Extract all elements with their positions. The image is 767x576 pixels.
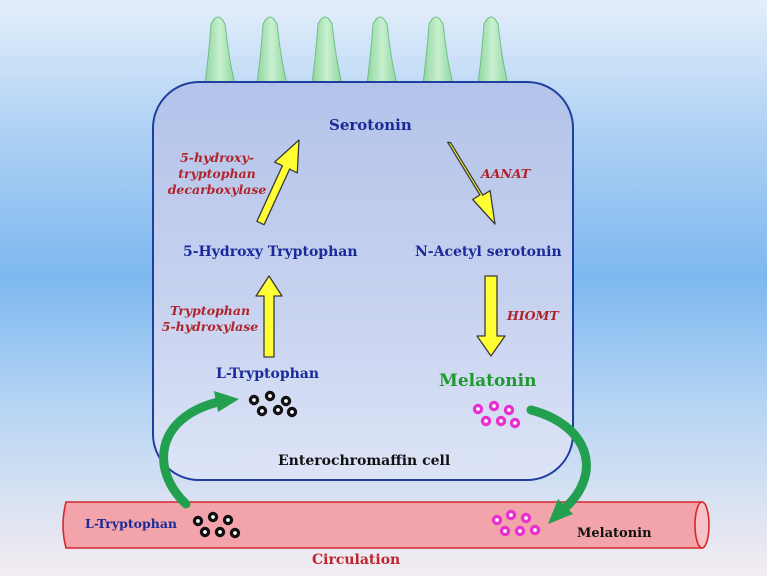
arrow-tryptophan-to-hydroxytryptophan <box>255 275 283 358</box>
molecule-dot-center <box>268 394 272 398</box>
vessel-end <box>694 501 710 549</box>
molecule-dot-center <box>495 518 499 522</box>
hiomt-enzyme-label: HIOMT <box>507 308 559 323</box>
arrow-serotonin-to-n-acetyl-serotonin <box>447 141 496 225</box>
tryptophan-molecules-cell <box>248 390 298 418</box>
decarboxylase-enzyme-label: 5-hydroxy- tryptophan decarboxylase <box>166 150 268 198</box>
l-tryptophan-label: L-Tryptophan <box>216 366 320 382</box>
arrow-melatonin-release <box>526 405 591 524</box>
aanat-enzyme-label: AANAT <box>481 166 531 181</box>
melatonin-molecules-vessel <box>491 509 541 537</box>
cell-label: Enterochromaffin cell <box>278 453 451 469</box>
melatonin-label: Melatonin <box>439 371 537 391</box>
molecule-dot-center <box>507 408 511 412</box>
enterochromaffin-cell <box>152 81 574 481</box>
molecule-dot-center <box>260 409 264 413</box>
molecule-dot-center <box>284 399 288 403</box>
vessel-body <box>62 501 703 549</box>
molecule-dot-center <box>524 516 528 520</box>
molecule-dot-center <box>290 410 294 414</box>
molecule-dot-center <box>499 419 503 423</box>
molecule-dot-center <box>203 530 207 534</box>
enzyme-line: Tryptophan <box>169 303 251 318</box>
enzyme-line: 5-hydroxylase <box>161 319 259 334</box>
blood-vessel <box>62 501 710 549</box>
molecule-dot-center <box>513 421 517 425</box>
circulation-label: Circulation <box>312 552 401 568</box>
molecule-dot-center <box>533 528 537 532</box>
molecule-dot-center <box>196 519 200 523</box>
molecule-dot-center <box>276 408 280 412</box>
microvillus <box>366 16 398 85</box>
vessel-tryptophan-label: L-Tryptophan <box>85 516 178 531</box>
molecule-dot-center <box>492 404 496 408</box>
molecule-dot-center <box>233 531 237 535</box>
hydroxy-tryptophan-label: 5-Hydroxy Tryptophan <box>183 244 358 260</box>
enzyme-line: 5-hydroxy- <box>180 150 254 165</box>
microvillus <box>311 16 343 85</box>
arrow-tryptophan-uptake <box>159 391 239 509</box>
molecule-dot-center <box>211 515 215 519</box>
n-acetyl-serotonin-label: N-Acetyl serotonin <box>415 244 562 260</box>
microvillus <box>422 16 454 85</box>
microvillus <box>204 16 236 85</box>
arrow-n-acetyl-serotonin-to-melatonin <box>476 275 506 357</box>
serotonin-label: Serotonin <box>329 116 412 134</box>
molecule-dot-center <box>484 419 488 423</box>
microvilli <box>204 16 509 85</box>
enzyme-line: tryptophan <box>178 166 256 181</box>
melatonin-molecules-cell <box>472 400 521 429</box>
molecule-dot-center <box>503 529 507 533</box>
arrow-hydroxytryptophan-to-serotonin <box>256 139 300 226</box>
molecule-dot-center <box>218 530 222 534</box>
hydroxylase-enzyme-label: Tryptophan 5-hydroxylase <box>160 303 260 335</box>
microvillus <box>256 16 288 85</box>
tryptophan-molecules-vessel <box>192 511 241 539</box>
molecule-dot-center <box>226 518 230 522</box>
microvillus <box>477 16 509 85</box>
molecule-dot-center <box>518 529 522 533</box>
molecule-dot-center <box>509 513 513 517</box>
enzyme-line: decarboxylase <box>167 182 267 197</box>
molecule-dot-center <box>252 398 256 402</box>
vessel-melatonin-label: Melatonin <box>577 526 652 541</box>
molecule-dot-center <box>476 407 480 411</box>
